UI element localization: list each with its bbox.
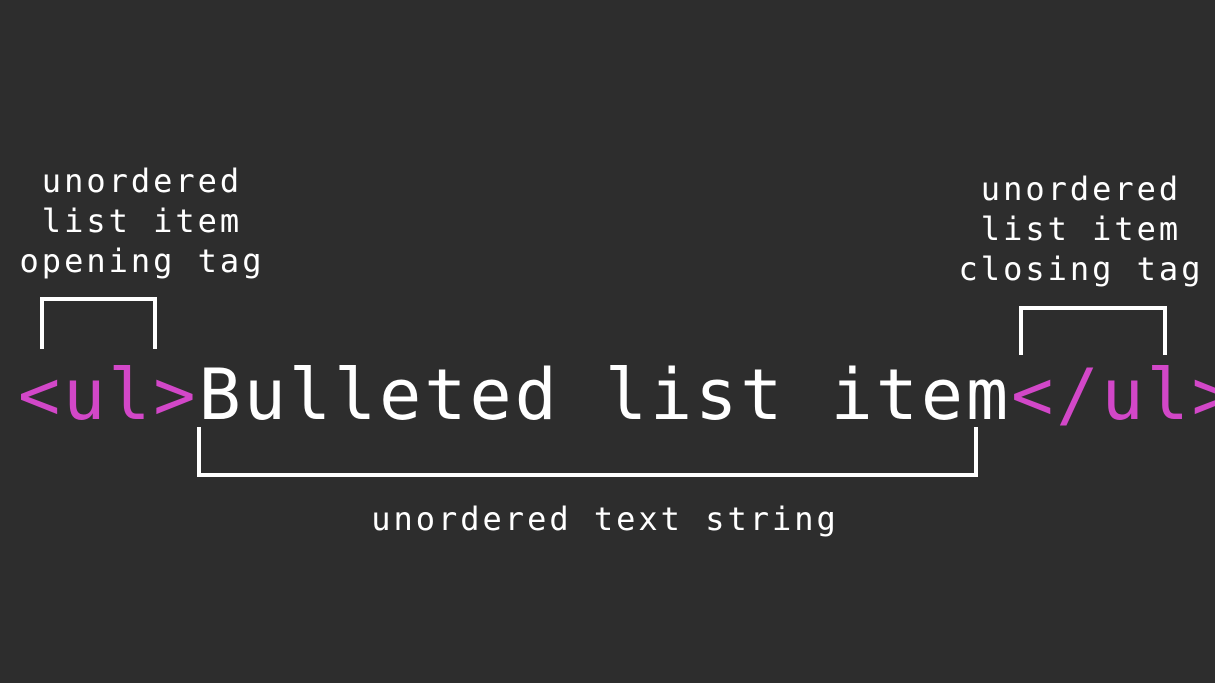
opening-tag-label-line-3: opening tag	[19, 242, 265, 280]
opening-tag-bracket	[40, 297, 157, 349]
opening-tag-label-line-2: list item	[41, 202, 243, 240]
closing-tag-label-line-3: closing tag	[958, 250, 1204, 288]
opening-tag: <ul>	[18, 354, 199, 436]
closing-tag-label-line-2: list item	[980, 210, 1182, 248]
text-string-bracket	[197, 427, 978, 477]
closing-tag-label: unordered list item closing tag	[956, 169, 1206, 289]
code-line: <ul>Bulleted list item</ul>	[18, 350, 1215, 440]
text-string-label: unordered text string	[371, 500, 839, 538]
closing-tag: </ul>	[1011, 354, 1215, 436]
opening-tag-label-line-1: unordered	[41, 162, 243, 200]
list-item-text: Bulleted list item	[198, 354, 1012, 436]
closing-tag-label-line-1: unordered	[980, 170, 1182, 208]
opening-tag-label: unordered list item opening tag	[14, 161, 270, 281]
closing-tag-bracket	[1019, 306, 1167, 355]
